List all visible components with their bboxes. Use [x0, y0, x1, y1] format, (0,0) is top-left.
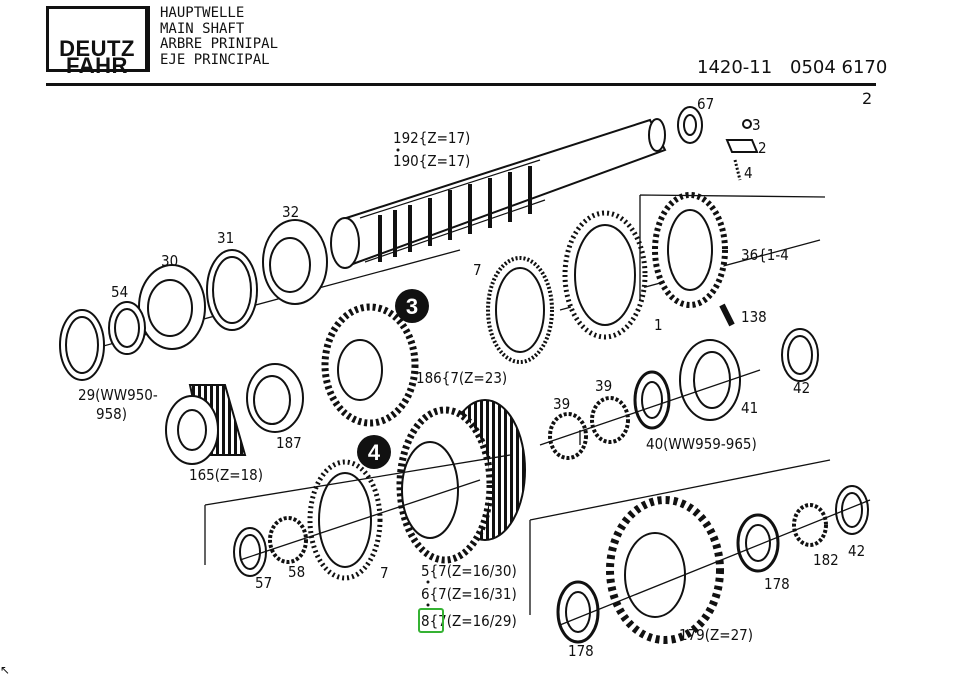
thrust-washer-40 — [633, 370, 671, 430]
label-5: 5{7(Z=16/30) — [421, 562, 517, 580]
callout-3: 3 — [395, 289, 429, 323]
label-54: 54 — [111, 283, 128, 301]
label-41: 41 — [741, 399, 758, 417]
label-190: 190{Z=17) — [393, 152, 470, 170]
ring-1 — [562, 210, 648, 340]
needle-cage-39-a — [590, 396, 630, 444]
label-1: 1 — [654, 316, 663, 334]
ring-54 — [108, 301, 146, 355]
label-36: 36{1-4 — [741, 246, 789, 264]
gear-179 — [606, 496, 724, 644]
label-179: 179(Z=27) — [679, 626, 753, 644]
deutz-fahr-logo: DEUTZ FAHR — [46, 6, 148, 78]
gear-cluster-5-6-8 — [396, 399, 526, 564]
detent-parts-2-3-4 — [725, 119, 759, 181]
label-30: 30 — [161, 252, 178, 270]
label-40: 40(WW959-965) — [646, 435, 757, 453]
label-178-right: 178 — [764, 575, 790, 593]
label-42-upper: 42 — [793, 379, 810, 397]
part-labels: 67 3 2 4 192{Z=17) 190{Z=17) 32 31 30 54… — [78, 95, 865, 660]
label-39-a: 39 — [553, 395, 570, 413]
synchronizer-36 — [652, 192, 728, 308]
label-57: 57 — [255, 574, 272, 592]
callout-3-text: 3 — [406, 294, 418, 319]
label-4: 4 — [744, 164, 753, 182]
gear-165 — [165, 384, 247, 465]
title-de: HAUPTWELLE — [160, 5, 245, 21]
label-138: 138 — [741, 308, 767, 326]
circlip-42-lower — [835, 485, 869, 535]
bearing-67 — [677, 106, 703, 144]
label-31: 31 — [217, 229, 234, 247]
label-7-lower: 7 — [380, 564, 389, 582]
title-fr: ARBRE PRINIPAL — [160, 36, 279, 52]
label-178-left: 178 — [568, 642, 594, 660]
page-number: 2 — [862, 89, 873, 108]
label-2: 2 — [758, 139, 767, 157]
circlip-57 — [233, 527, 267, 577]
title-block: HAUPTWELLE MAIN SHAFT ARBRE PRINIPAL EJE… — [148, 5, 288, 72]
label-192: 192{Z=17) — [393, 129, 470, 147]
label-7-upper: 7 — [473, 261, 482, 279]
needle-cage-182 — [792, 503, 828, 547]
bearing-30 — [138, 264, 206, 350]
leader-dots — [396, 148, 430, 607]
label-6: 6{7(Z=16/31) — [421, 585, 517, 603]
label-42-lower: 42 — [848, 542, 865, 560]
circlip-31 — [206, 249, 258, 331]
ring-29 — [59, 309, 105, 381]
gear-186 — [321, 303, 419, 427]
header-rule — [46, 83, 876, 86]
label-29-line2: 958) — [96, 405, 127, 423]
mouse-cursor-icon: ↖ — [0, 663, 11, 677]
logo-line-2: FAHR — [66, 53, 128, 78]
logo-line-1: DEUTZ — [59, 36, 135, 61]
title-en: MAIN SHAFT — [160, 20, 245, 37]
bolt-138 — [719, 303, 735, 327]
label-8: 8{7(Z=16/29) — [421, 612, 517, 630]
label-67: 67 — [697, 95, 714, 113]
label-39-b: 39 — [595, 377, 612, 395]
synchro-ring-7-lower — [307, 459, 383, 581]
label-165: 165(Z=18) — [189, 466, 263, 484]
highlight-box-part-8[interactable] — [418, 608, 444, 633]
callout-4-text: 4 — [368, 440, 381, 465]
bearing-41 — [679, 339, 741, 421]
washer-178-right — [736, 513, 780, 573]
label-3: 3 — [752, 116, 761, 134]
part-number: 0504 6170 — [790, 57, 888, 78]
label-32: 32 — [282, 203, 299, 221]
label-29-line1: 29(WW950- — [78, 386, 158, 404]
label-187: 187 — [276, 434, 302, 452]
needle-bearing-187 — [246, 363, 304, 433]
callout-4: 4 — [357, 435, 391, 469]
label-186: 186{7(Z=23) — [416, 369, 507, 387]
label-182: 182 — [813, 551, 839, 569]
ref-code: 1420-11 — [697, 57, 773, 78]
washer-178-left — [556, 580, 600, 644]
needle-cage-58 — [268, 516, 308, 564]
bearing-32 — [262, 219, 328, 305]
synchro-ring-7-upper — [486, 256, 554, 364]
main-shaft — [330, 118, 667, 269]
title-es: EJE PRINCIPAL — [160, 51, 270, 68]
label-58: 58 — [288, 563, 305, 581]
circlip-42-upper — [781, 328, 819, 382]
